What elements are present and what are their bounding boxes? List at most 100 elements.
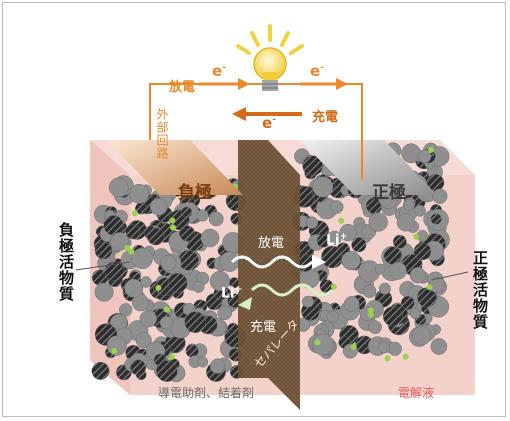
lithium-dot xyxy=(128,248,135,255)
particle xyxy=(305,216,319,229)
lithium-dot xyxy=(428,147,434,153)
lithium-dot xyxy=(170,224,176,231)
particle xyxy=(146,227,165,246)
particle xyxy=(389,261,407,280)
lithium-dot xyxy=(163,306,170,313)
electron-sup: - xyxy=(272,115,276,125)
particle xyxy=(94,241,113,260)
conductive-binder-label: 導電助剤、結着剤 xyxy=(158,386,255,400)
particle xyxy=(209,358,226,374)
lithium-dot xyxy=(132,210,138,217)
particle xyxy=(184,311,206,333)
particle xyxy=(103,215,124,236)
particle xyxy=(196,209,209,222)
lithium-dot xyxy=(111,348,118,354)
positive-electrode-label: 正極 xyxy=(372,183,406,203)
electron-label-right: e- xyxy=(310,62,324,80)
discharge-label-top: 放電 xyxy=(169,80,196,95)
particle xyxy=(94,282,114,302)
light-bulb-icon xyxy=(236,24,304,91)
particle xyxy=(108,177,129,198)
particle xyxy=(378,282,391,295)
particle xyxy=(149,198,168,216)
particle xyxy=(329,200,344,214)
electron-symbol: e xyxy=(310,62,321,80)
particle xyxy=(414,204,426,217)
particle xyxy=(119,303,133,317)
lithium-dot xyxy=(384,355,391,362)
particle xyxy=(400,296,415,310)
particle xyxy=(129,183,149,204)
particle xyxy=(219,251,240,272)
external-circuit-wire xyxy=(149,83,363,180)
discharge-wave-arrowhead xyxy=(312,255,326,269)
charge-wave-arrowhead xyxy=(238,297,252,310)
lithium-dot xyxy=(155,284,162,291)
particle xyxy=(378,341,390,354)
lithium-dot xyxy=(169,217,176,224)
lithium-dot xyxy=(367,307,374,314)
particle xyxy=(402,199,415,211)
particle xyxy=(167,273,188,293)
electron-label-left: e- xyxy=(212,62,226,80)
li-sup: + xyxy=(339,232,348,242)
particle xyxy=(135,332,152,349)
positive-electrode-plate xyxy=(300,140,437,195)
particle xyxy=(326,310,339,323)
particle xyxy=(104,261,125,281)
particle xyxy=(125,224,141,240)
lithium-dot xyxy=(368,311,375,318)
electrolyte-label: 電解液 xyxy=(398,386,435,400)
lithium-dot xyxy=(314,339,321,346)
electron-symbol: e xyxy=(212,62,223,80)
charge-wave-arrow xyxy=(250,283,334,297)
lithium-dot xyxy=(413,233,420,240)
li-symbol: Li xyxy=(326,232,340,249)
discharge-label-mid: 放電 xyxy=(258,236,285,251)
particle xyxy=(110,232,129,251)
discharge-arrow-right xyxy=(300,78,348,90)
particle xyxy=(178,250,199,271)
particle xyxy=(179,225,196,242)
particle xyxy=(200,228,220,248)
negative-active-material-label: 負極活物質 xyxy=(57,222,75,302)
particle xyxy=(217,305,233,321)
particle xyxy=(139,310,157,328)
particle xyxy=(302,155,323,176)
particle xyxy=(401,143,421,164)
external-circuit-label: 外部回路 xyxy=(155,108,169,160)
discharge-arrow-left xyxy=(198,78,250,90)
lithium-dot xyxy=(426,284,433,291)
particle xyxy=(209,270,230,292)
particle xyxy=(227,322,239,335)
particle xyxy=(413,242,432,261)
particle xyxy=(181,206,193,218)
electron-label-bottom: e- xyxy=(262,114,276,132)
particle xyxy=(339,223,357,242)
negative-electrode-plate xyxy=(106,140,243,195)
discharge-wave-arrow xyxy=(230,255,314,269)
lithium-dot xyxy=(338,217,345,224)
particle xyxy=(362,284,377,299)
li-symbol: Li xyxy=(221,285,235,302)
li-sup: + xyxy=(234,285,243,295)
particle xyxy=(131,247,153,270)
particle xyxy=(159,315,174,330)
particle xyxy=(302,295,314,308)
particle xyxy=(382,306,403,327)
particle xyxy=(430,338,448,355)
particle xyxy=(409,307,421,319)
separator xyxy=(238,140,300,410)
particle xyxy=(383,246,402,265)
particle xyxy=(341,250,361,271)
particle xyxy=(312,176,334,198)
positive-material-callout xyxy=(431,271,469,281)
particle xyxy=(412,326,432,346)
electron-symbol: e xyxy=(262,114,273,132)
negative-electrode-label: 負極 xyxy=(178,183,212,203)
particle xyxy=(368,320,382,334)
particle xyxy=(156,360,178,382)
particle xyxy=(387,341,402,356)
particle xyxy=(192,281,205,293)
